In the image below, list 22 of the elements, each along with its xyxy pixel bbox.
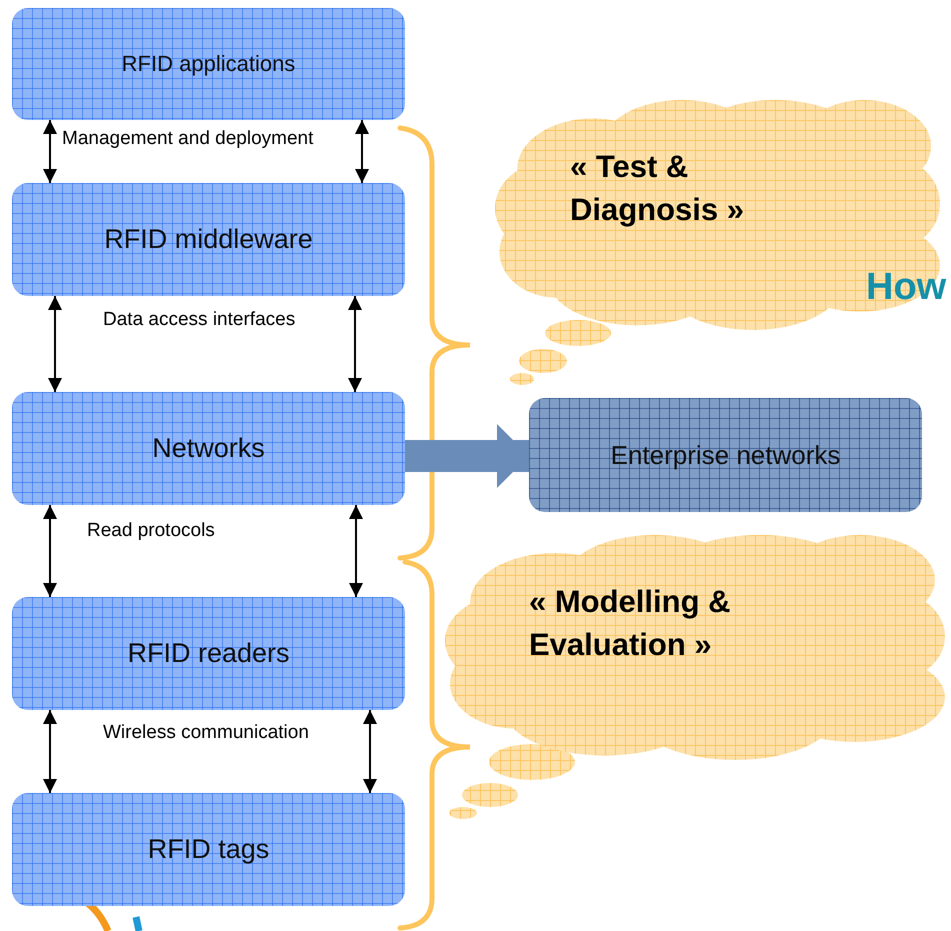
layer-box: RFID readers [12,597,405,710]
cloud-text: « Test & Diagnosis » [570,148,745,230]
layer-box: RFID applications [12,8,405,120]
interface-label: Data access interfaces [103,309,296,331]
double-arrow [43,120,57,183]
double-arrow [43,505,57,597]
cloud-text: « Modelling & Evaluation » [529,583,732,664]
interface-label: Management and deployment [62,128,314,150]
layer-box: RFID middleware [12,183,405,296]
double-arrow [363,710,377,793]
double-arrow [48,296,62,392]
process-box: Enterprise networks [529,398,922,512]
interface-label: Wireless communication [103,722,309,744]
interface-label: Read protocols [87,520,215,542]
double-arrow [43,710,57,793]
double-arrow [348,296,362,392]
double-arrow [355,120,369,183]
layer-box: Networks [12,392,405,505]
double-arrow [349,505,363,597]
block-arrow [405,424,529,488]
heading-text: How [866,266,946,309]
layer-box: RFID tags [12,793,405,906]
